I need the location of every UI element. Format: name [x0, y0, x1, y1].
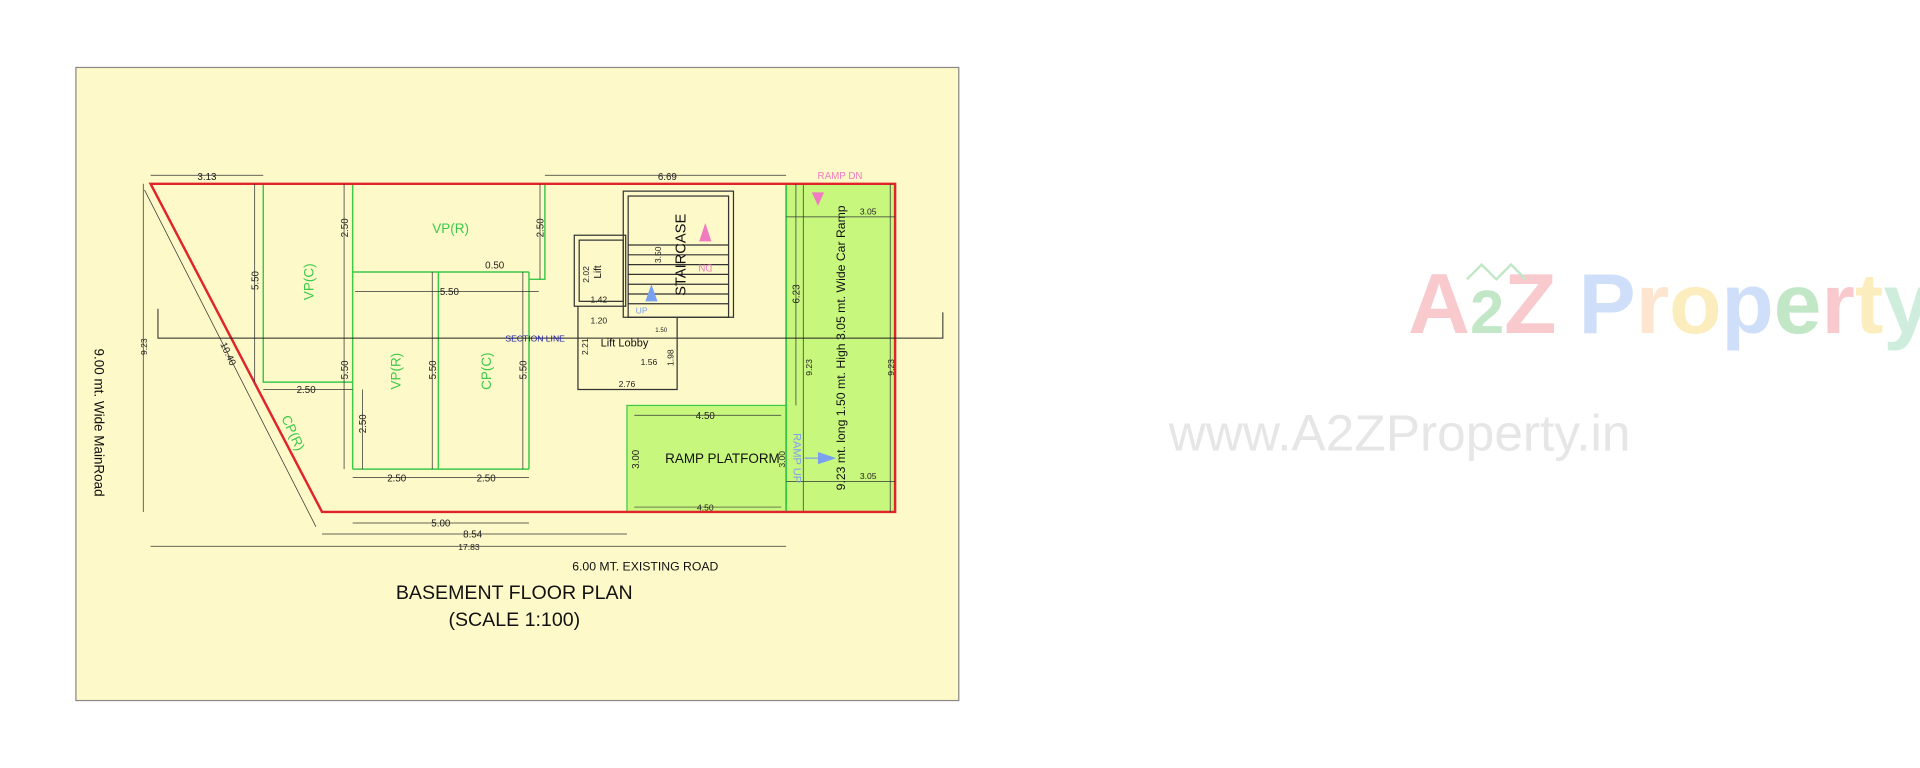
ramp-down-arrow-icon	[811, 192, 825, 206]
existing-road-label: 6.00 MT. EXISTING ROAD	[572, 560, 718, 574]
a2z-logo: A2ZProperty	[1408, 256, 1920, 352]
dim-label: 5.50	[428, 360, 439, 380]
stair-up-arrow-icon	[645, 284, 658, 302]
logo-letter: Z	[1504, 256, 1556, 352]
dim-label: 2.50	[340, 218, 351, 238]
ramp-dn-label: RAMP DN	[818, 171, 863, 182]
dim-label: 9.23	[139, 338, 149, 355]
dim-label: 9.23	[804, 359, 814, 376]
logo-letter: t	[1855, 256, 1884, 352]
logo-letter: y	[1883, 256, 1920, 352]
plan-scale: (SCALE 1:100)	[448, 609, 580, 631]
dimension-labels: 3.13 6.69 2.50 2.50 5.50 0.50 5.50 9.23 …	[139, 172, 896, 552]
dim-label: 6.23	[792, 284, 803, 304]
core	[573, 190, 735, 391]
dim-label: 5.50	[340, 360, 351, 380]
section-line-label: SECTION LINE	[505, 334, 565, 344]
dim-label: 5.50	[440, 287, 460, 298]
dim-label: 1.50	[655, 327, 667, 334]
logo-letter: 2	[1470, 278, 1504, 346]
stair-dn-label: DN	[698, 262, 712, 273]
dim-label: 4.50	[697, 503, 714, 513]
dim-label: 3.50	[653, 246, 663, 263]
house-roof-icon	[1466, 262, 1527, 282]
staircase-label: STAIRCASE	[674, 214, 690, 296]
logo-text: A2ZProperty	[1408, 256, 1920, 352]
dim-label: 3.13	[197, 172, 217, 183]
dim-label: 2.50	[297, 385, 317, 396]
dim-label: 1.56	[641, 357, 658, 367]
plan-title: BASEMENT FLOOR PLAN	[396, 582, 633, 604]
main-road-label: 9.00 mt. Wide MainRoad	[91, 349, 106, 497]
dimension-lines	[142, 174, 896, 547]
logo-letter: p	[1721, 256, 1773, 352]
zone-vp-c: VP(C)	[301, 263, 316, 300]
dim-label: 8.54	[463, 530, 483, 541]
stair-down-arrow-icon	[699, 222, 712, 242]
section-line	[157, 308, 944, 339]
lift-label: Lift	[593, 265, 604, 278]
dim-label: 2.50	[387, 473, 407, 484]
logo-letter: r	[1636, 256, 1669, 352]
dim-label: 17.83	[458, 542, 480, 552]
dim-label: 4.50	[696, 411, 716, 422]
dim-label: 5.50	[519, 360, 530, 380]
dim-label: 9.23	[886, 359, 896, 376]
ramp-up-arrow-icon	[817, 451, 837, 465]
lift-lobby-label: Lift Lobby	[601, 338, 649, 350]
dim-label: 0.50	[485, 260, 505, 271]
dim-label: 2.50	[536, 218, 547, 238]
dim-label: 2.21	[580, 338, 590, 355]
zone-cp-c: CP(C)	[479, 352, 494, 389]
watermark-url: www.A2ZProperty.in	[1168, 404, 1631, 462]
dim-label: 3.05	[860, 206, 877, 216]
dim-label: 3.05	[860, 471, 877, 481]
logo-letter: r	[1821, 256, 1854, 352]
stair-up-label: UP	[636, 306, 648, 316]
zone-vp-r-top: VP(R)	[432, 221, 469, 236]
ramp-platform-area	[626, 404, 787, 513]
logo-letter: e	[1774, 256, 1822, 352]
zone-vp-r: VP(R)	[388, 353, 403, 390]
dim-label: 1.20	[590, 315, 607, 325]
dim-label: 1.98	[665, 349, 675, 366]
parking-bays	[262, 183, 546, 470]
dim-label: 5.00	[431, 519, 451, 530]
ramp-up-label: RAMP UP	[790, 433, 802, 483]
ramp-platform-label: RAMP PLATFORM	[665, 451, 780, 466]
dim-label: 3.00	[631, 449, 642, 469]
car-ramp-area	[786, 183, 896, 512]
dim-label: 5.50	[250, 270, 261, 290]
dim-label: 2.02	[581, 266, 591, 283]
logo-letter: o	[1669, 256, 1721, 352]
car-ramp-label: 9.23 mt. long 1.50 mt. High 3.05 mt. Wid…	[834, 205, 848, 490]
logo-letter: A	[1408, 256, 1470, 352]
dim-label: 2.50	[477, 473, 497, 484]
dim-label: 6.69	[658, 172, 677, 183]
dim-label: 2.76	[619, 379, 636, 389]
dim-label: 1.42	[590, 295, 607, 305]
plot-boundary	[148, 182, 897, 514]
dim-label: 2.50	[358, 414, 369, 434]
logo-letter: P	[1579, 256, 1636, 352]
dim-label: 3.00	[777, 451, 787, 468]
